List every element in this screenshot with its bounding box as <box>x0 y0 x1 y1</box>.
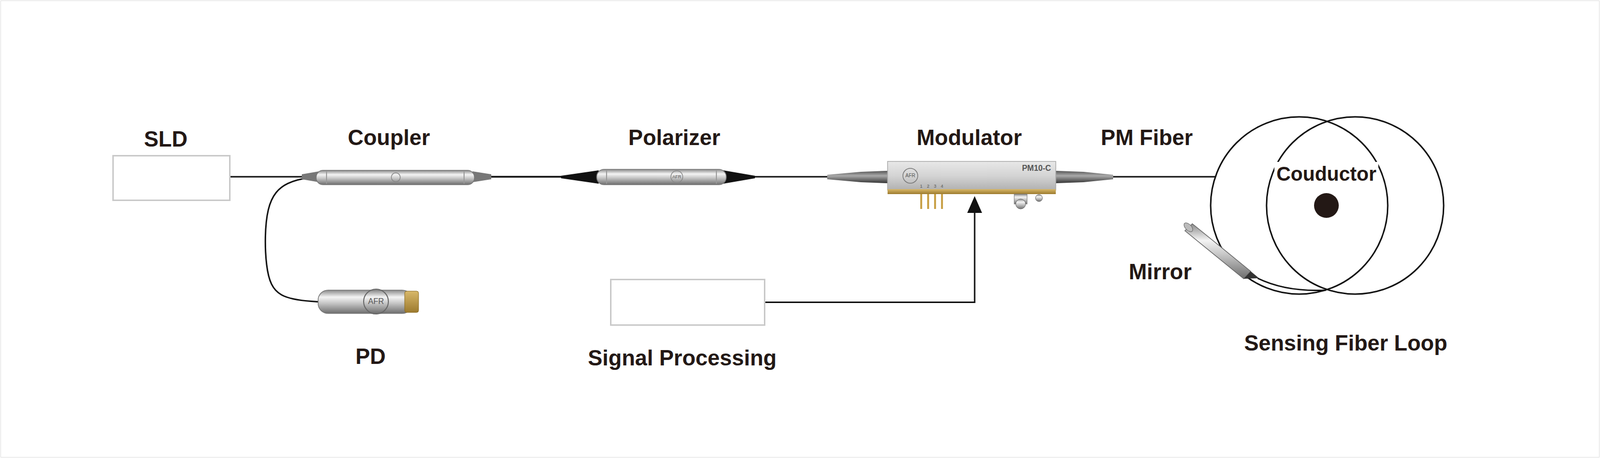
connector-line <box>265 176 319 302</box>
process-box: Signal Processing <box>610 278 766 326</box>
logo-text: AFR <box>368 296 384 306</box>
conductor-label: Couductor <box>1274 161 1379 186</box>
pin-number: 1 <box>919 183 923 189</box>
device-label: SLD <box>143 126 188 153</box>
device-label: Coupler <box>347 124 430 151</box>
modulator-device <box>827 161 1114 209</box>
device-label: Signal Processing <box>587 344 777 372</box>
logo-text: AFR <box>905 172 916 179</box>
arrow-head <box>967 195 983 213</box>
pin-number: 3 <box>933 183 937 189</box>
photodiode-device <box>318 288 419 314</box>
model-number: PM10-C <box>1022 163 1052 173</box>
polarizer-node: Polarizer <box>561 169 755 185</box>
pin-number: 2 <box>926 183 930 189</box>
signal-arrow <box>765 195 983 303</box>
mirror-label: Mirror <box>1128 258 1192 285</box>
device-label: PD <box>355 343 386 370</box>
mirror-probe <box>1182 221 1260 279</box>
pin-number: 4 <box>940 183 943 189</box>
source-box: SLD <box>112 154 231 201</box>
logo-text: AFR <box>672 174 682 180</box>
fiber-label: PM Fiber <box>1100 124 1193 151</box>
coupler-node: Coupler <box>316 170 475 185</box>
coupler-device <box>301 170 492 185</box>
conductor-symbol <box>1314 192 1339 218</box>
fiber-link <box>265 176 319 302</box>
connector-line <box>765 210 975 303</box>
loop-label: Sensing Fiber Loop <box>1244 329 1448 357</box>
device-label: Polarizer <box>628 124 721 151</box>
polarizer-device <box>561 169 755 185</box>
device-label: Modulator <box>916 124 1023 151</box>
